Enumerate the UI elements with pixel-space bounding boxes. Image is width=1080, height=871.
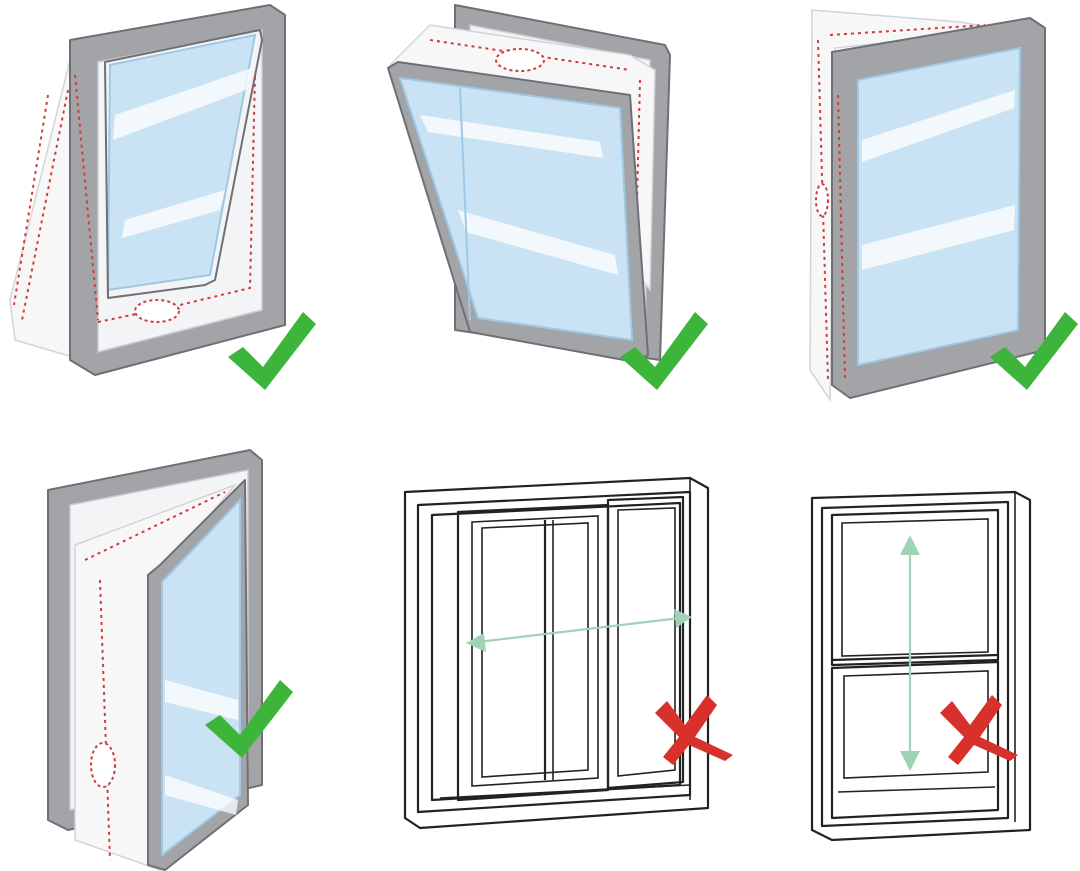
side-opening-window <box>47 449 263 871</box>
glass-reflection <box>122 190 225 238</box>
slide-arrow <box>477 616 681 644</box>
check-mark-icon <box>990 312 1078 390</box>
tilt-window <box>387 4 671 363</box>
seal-dashes <box>829 24 986 36</box>
sash-left-glass <box>481 522 589 778</box>
arrow-head <box>900 535 920 555</box>
seal-dashes <box>84 491 226 561</box>
sash-right <box>606 495 685 790</box>
top-hinged-window <box>9 4 286 376</box>
seal-dashes <box>99 579 111 861</box>
upper-sash-glass <box>841 518 989 657</box>
arrow-head <box>674 609 692 628</box>
seal-dashes <box>74 74 99 321</box>
cross-mark-icon <box>940 695 1018 765</box>
glass-reflection <box>113 68 252 140</box>
hose-opening <box>815 183 829 217</box>
glass-reflection <box>862 90 1015 162</box>
sill-line <box>439 784 691 799</box>
check-mark-icon <box>205 680 293 758</box>
seal-dashes <box>634 79 641 281</box>
meeting-rail <box>831 653 999 662</box>
glass-reflection <box>458 210 618 275</box>
lower-sash <box>830 660 1000 820</box>
sliding-window <box>403 476 710 830</box>
sash-outline <box>104 29 263 299</box>
sash-left-inner <box>471 515 599 787</box>
check-mark-icon <box>228 312 316 390</box>
glass-reflection <box>165 775 238 815</box>
hose-opening <box>90 742 116 788</box>
lower-sash-glass <box>843 670 989 779</box>
glass-pane <box>857 46 1022 367</box>
frame-inner <box>430 501 682 802</box>
hose-opening <box>134 299 180 323</box>
seal-dashes <box>13 94 49 306</box>
casement-window <box>809 9 1046 403</box>
seal-dashes <box>97 74 256 323</box>
sill-line <box>837 786 996 793</box>
sash-window <box>810 490 1032 842</box>
sash-right-glass <box>617 507 676 777</box>
arrow-head <box>466 633 486 652</box>
arrow-head <box>900 751 920 771</box>
seal-fabric <box>809 9 1006 403</box>
hose-opening <box>495 48 545 72</box>
window-frame <box>403 476 710 830</box>
glass-reflection <box>420 115 603 158</box>
glass-pane <box>161 497 241 858</box>
seal-dashes <box>837 94 846 381</box>
cross-mark-icon <box>655 695 733 765</box>
glass-reflection <box>165 680 238 720</box>
glass-reflection <box>862 205 1015 270</box>
seal-dashes <box>429 39 631 71</box>
sash-left <box>456 503 610 802</box>
glass-divider <box>459 87 471 321</box>
frame-inner <box>820 500 1010 828</box>
check-mark-icon <box>620 312 708 390</box>
upper-sash <box>830 508 1000 667</box>
frame-inner <box>416 490 692 814</box>
